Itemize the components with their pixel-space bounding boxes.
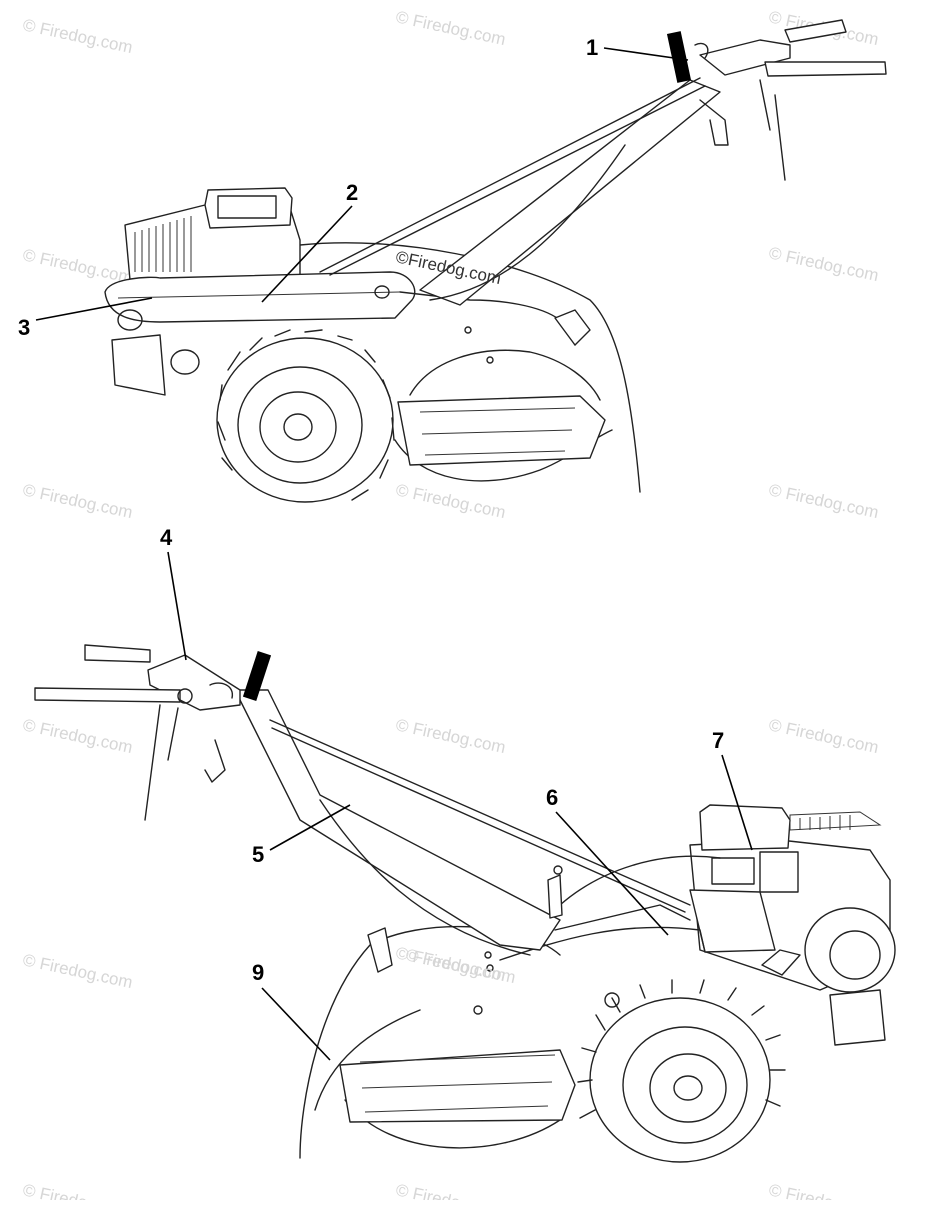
shield-slot [364, 1105, 549, 1113]
handle-grip-left [784, 19, 847, 43]
recoil-starter [804, 907, 896, 993]
watermark: © Firedog.com [21, 15, 134, 57]
throttle-grip-black [666, 31, 692, 83]
drive-wheel-bottom [577, 979, 786, 1163]
depth-bar-bracket-bottom [367, 927, 393, 973]
leader-6 [555, 811, 669, 936]
shield-slot [361, 1081, 553, 1089]
frame-bolt [374, 285, 390, 299]
watermark: © Firedog.com [394, 715, 507, 757]
engine-label-box [711, 857, 755, 885]
watermark: © Firedog.com [767, 243, 880, 285]
tine-shield-plate [397, 395, 606, 466]
transmission-housing [399, 291, 576, 346]
engine-bottom [689, 804, 896, 993]
tine-hood-inner [409, 349, 601, 401]
watermark: © Firedog.com [21, 715, 134, 757]
throttle-grip-black-bottom [242, 651, 272, 701]
leader-7 [721, 754, 753, 851]
callout-9: 9 [252, 960, 264, 985]
control-cable-bottom [271, 727, 686, 913]
handle-support-curve-bottom [319, 799, 531, 956]
frame-bolt [117, 309, 143, 331]
handle-grip-right [764, 61, 887, 77]
shield-slot [421, 429, 573, 435]
leader-5 [269, 804, 351, 851]
watermark: © Firedog.com [404, 945, 517, 987]
handlebar-crossbar [699, 39, 791, 76]
callout-7: 7 [712, 728, 724, 753]
decal-panel [217, 195, 277, 219]
handle-lever [759, 79, 786, 181]
rear-bracket-bottom [829, 989, 886, 1046]
watermark: © Firedog.com [767, 1180, 880, 1200]
callout-6: 6 [546, 785, 558, 810]
watermark-grid: © Firedog.com © Firedog.com © Firedog.co… [21, 7, 880, 1205]
shield-slot [419, 407, 576, 413]
depth-bar-bracket [554, 309, 591, 346]
shift-lever-bottom [547, 874, 563, 919]
shield-slot [424, 450, 566, 456]
callout-3: 3 [18, 315, 30, 340]
watermark: © Firedog.com [767, 480, 880, 522]
handlebar-tube-bottom [234, 689, 561, 951]
handle-bracket [699, 99, 729, 146]
watermark: © Firedog.com [394, 7, 507, 49]
engine-decal [759, 851, 799, 893]
watermark: © Firedog.com [21, 950, 134, 992]
callout-5: 5 [252, 842, 264, 867]
leader-4 [167, 551, 187, 661]
callout-2: 2 [346, 180, 358, 205]
callout-4: 4 [160, 525, 173, 550]
leader-3 [35, 297, 153, 321]
tiller-top-view: ©Firedog.com 1 2 3 [18, 19, 887, 503]
front-bracket [111, 334, 166, 396]
handle-support-curve [429, 144, 626, 301]
handle-grip-upper [84, 644, 151, 663]
tiller-bottom-view: © Firedog.com 4 5 6 7 9 [34, 525, 896, 1163]
leader-9 [261, 987, 331, 1061]
starter-handle [761, 949, 801, 976]
leader-1 [603, 47, 689, 61]
drive-wheel [216, 329, 395, 503]
leader-2 [261, 205, 353, 303]
watermark: © Firedog.com [767, 715, 880, 757]
tine-shield-plate-bottom [339, 1049, 576, 1123]
watermark: © Firedog.com [21, 1180, 134, 1200]
frame-bottom [499, 926, 706, 961]
engine [124, 187, 301, 281]
handlebar-tube [419, 79, 721, 306]
watermark: © Firedog.com [394, 480, 507, 522]
control-cable [329, 85, 706, 276]
handle-grip-lower [34, 687, 181, 703]
handle-lever-bottom [144, 704, 179, 821]
control-cable-bottom [269, 719, 691, 906]
control-cable [319, 77, 701, 273]
watermark: © Firedog.com [394, 1180, 507, 1200]
callout-1: 1 [586, 35, 598, 60]
main-frame [104, 271, 416, 323]
watermark: © Firedog.com [21, 480, 134, 522]
watermark: © Firedog.com [21, 245, 134, 287]
shield-slot [359, 1054, 556, 1063]
